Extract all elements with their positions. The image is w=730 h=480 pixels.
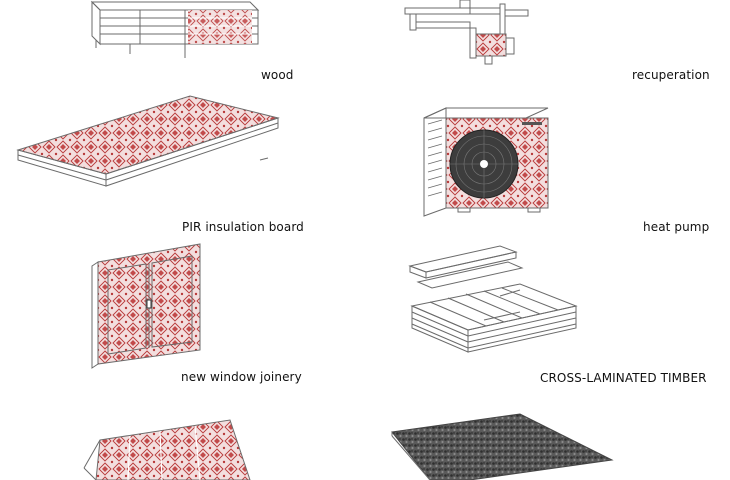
- wood-planks-illustration: [90, 0, 260, 58]
- window-joinery-illustration: [91, 243, 201, 369]
- clt-panel-illustration: [408, 245, 578, 353]
- recuperation-ducts-illustration: [404, 0, 529, 65]
- label-pir-insulation-board: PIR insulation board: [182, 220, 304, 234]
- label-heat-pump: heat pump: [643, 220, 710, 234]
- label-recuperation: recuperation: [632, 68, 710, 82]
- pir-board-illustration: [16, 95, 280, 187]
- heat-pump-illustration: [423, 107, 549, 217]
- label-cross-laminated-timber: CROSS-LAMINATED TIMBER: [540, 371, 707, 385]
- label-new-window-joinery: new window joinery: [181, 370, 302, 384]
- facade-panel-illustration: [83, 419, 251, 480]
- label-wood: wood: [261, 68, 294, 82]
